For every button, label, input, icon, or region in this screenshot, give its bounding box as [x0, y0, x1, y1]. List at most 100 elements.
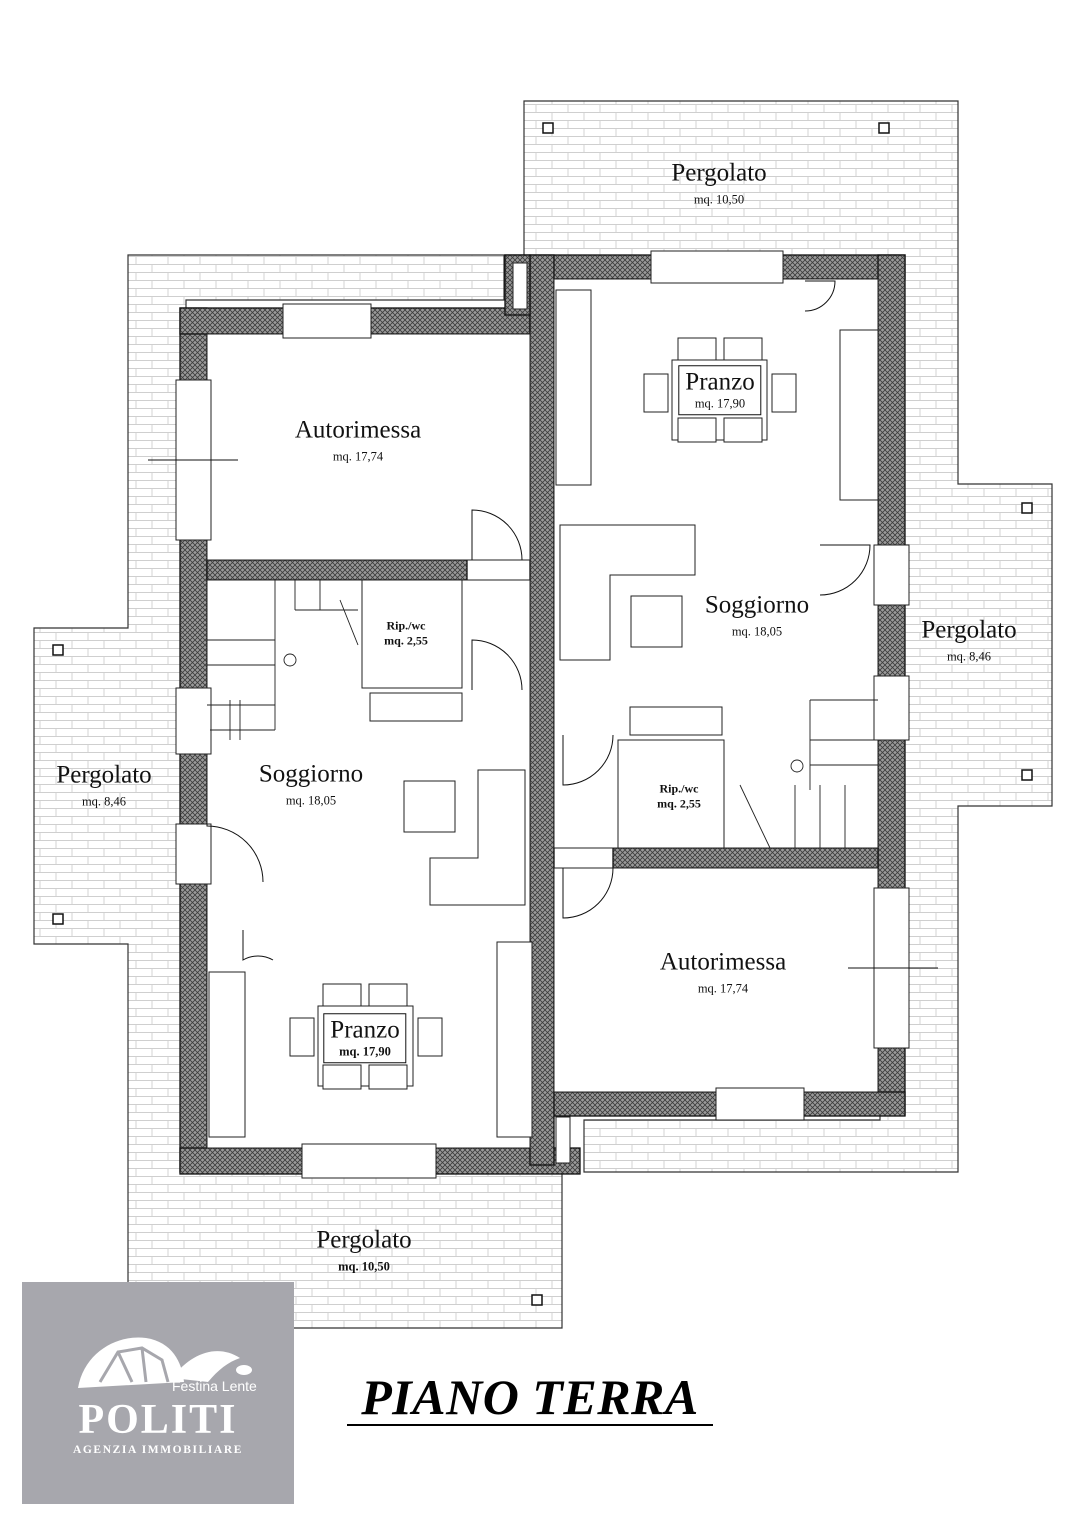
agency-logo: Festina Lente POLITI AGENZIA IMMOBILIARE: [22, 1282, 294, 1504]
label-storage-b: Rip./wc mq. 2,55: [657, 783, 701, 810]
room-area: mq. 2,55: [384, 633, 428, 648]
room-name: Pergolato: [671, 159, 767, 187]
room-name: Pranzo: [685, 368, 755, 396]
sofa: [555, 289, 592, 486]
sofa: [496, 941, 533, 1138]
chair: [723, 337, 763, 361]
chair: [289, 1017, 315, 1057]
room-name: Autorimessa: [659, 948, 787, 976]
room-area: mq. 8,46: [81, 794, 127, 809]
room-storage-a: [361, 579, 463, 689]
label-dining-b: Pranzo mq. 17,90: [678, 365, 762, 415]
label-pergolato-top: Pergolato mq. 10,50: [671, 160, 766, 206]
chair: [368, 983, 408, 1007]
room-storage-b: [617, 739, 725, 849]
label-garage-a: Autorimessa mq. 17,74: [295, 417, 421, 463]
post-icon: [1021, 769, 1033, 781]
room-area: mq. 8,46: [946, 649, 992, 664]
chair: [368, 1064, 408, 1090]
post-icon: [542, 122, 554, 134]
door-swing: [804, 280, 836, 312]
label-living-b: Soggiorno mq. 18,05: [705, 592, 809, 638]
room-name: Rip./wc: [659, 781, 699, 796]
post-icon: [1021, 502, 1033, 514]
window: [175, 823, 212, 885]
post-icon: [878, 122, 890, 134]
room-name: Rip./wc: [386, 618, 426, 633]
chair: [322, 1064, 362, 1090]
chair: [643, 373, 669, 413]
room-name: Pergolato: [56, 761, 152, 789]
tortoise-hare-icon: [78, 1337, 252, 1388]
pergolato-left-area: [33, 254, 563, 1329]
wall: [529, 254, 555, 1166]
door-swing: [819, 544, 871, 596]
door-swing: [206, 824, 264, 883]
sofa: [429, 769, 526, 906]
post-icon: [531, 1294, 543, 1306]
door-swing: [242, 930, 274, 961]
window: [650, 250, 784, 284]
kitchen-counter: [839, 329, 879, 501]
room-area: mq. 2,55: [657, 796, 701, 811]
room-area: mq. 10,50: [338, 1259, 390, 1274]
wall: [206, 559, 468, 581]
chair: [322, 983, 362, 1007]
door-swing: [471, 509, 523, 561]
room-garage-a: [206, 333, 531, 561]
column: [555, 1116, 571, 1164]
room-area: mq. 17,90: [694, 396, 746, 411]
door-swing: [471, 639, 523, 691]
window: [873, 544, 910, 606]
chair: [723, 417, 763, 443]
doors: [206, 280, 871, 961]
windows: [175, 250, 910, 1179]
chair: [417, 1017, 443, 1057]
window: [715, 1087, 805, 1121]
room-area: mq. 17,74: [332, 449, 384, 464]
label-living-a: Soggiorno mq. 18,05: [259, 761, 363, 807]
coffee-table: [403, 780, 456, 833]
kitchen-counter: [208, 971, 246, 1138]
tv-unit: [629, 706, 723, 736]
window: [175, 687, 212, 755]
title-underline: [347, 1424, 713, 1426]
logo-subtitle: AGENZIA IMMOBILIARE: [72, 1444, 244, 1456]
room-name: Pergolato: [921, 616, 1017, 644]
logo-brand: POLITI: [78, 1397, 238, 1443]
door-swing: [562, 867, 614, 919]
logo-tagline: Festina Lente: [172, 1378, 257, 1394]
post-icon: [52, 644, 64, 656]
room-area: mq. 17,90: [339, 1044, 391, 1059]
stairs: [207, 580, 878, 849]
label-pergolato-left: Pergolato mq. 8,46: [56, 762, 151, 808]
plan-title: PIANO TERRA: [361, 1369, 699, 1425]
label-pergolato-right: Pergolato mq. 8,46: [921, 617, 1016, 663]
room-area: mq. 10,50: [693, 192, 745, 207]
room-garage-b: [553, 867, 879, 1093]
window: [282, 303, 372, 339]
coffee-table: [630, 595, 683, 648]
room-name: Soggiorno: [258, 760, 364, 788]
label-dining-a: Pranzo mq. 17,90: [323, 1013, 407, 1063]
chair: [771, 373, 797, 413]
label-pergolato-bottom: Pergolato mq. 10,50: [316, 1227, 411, 1273]
room-name: Pranzo: [330, 1016, 400, 1044]
section-marks: [148, 459, 938, 969]
wall: [612, 847, 879, 869]
window: [301, 1143, 437, 1179]
post-icon: [52, 913, 64, 925]
door-swing: [562, 734, 614, 786]
room-area: mq. 18,05: [285, 793, 337, 808]
window: [873, 675, 910, 741]
room-name: Soggiorno: [704, 591, 810, 619]
room-area: mq. 17,74: [697, 981, 749, 996]
column: [512, 262, 528, 310]
label-garage-b: Autorimessa mq. 17,74: [660, 949, 786, 995]
room-name: Autorimessa: [294, 416, 422, 444]
label-storage-a: Rip./wc mq. 2,55: [384, 620, 428, 647]
chair: [677, 337, 717, 361]
sofa: [559, 524, 696, 661]
room-name: Pergolato: [316, 1226, 412, 1254]
